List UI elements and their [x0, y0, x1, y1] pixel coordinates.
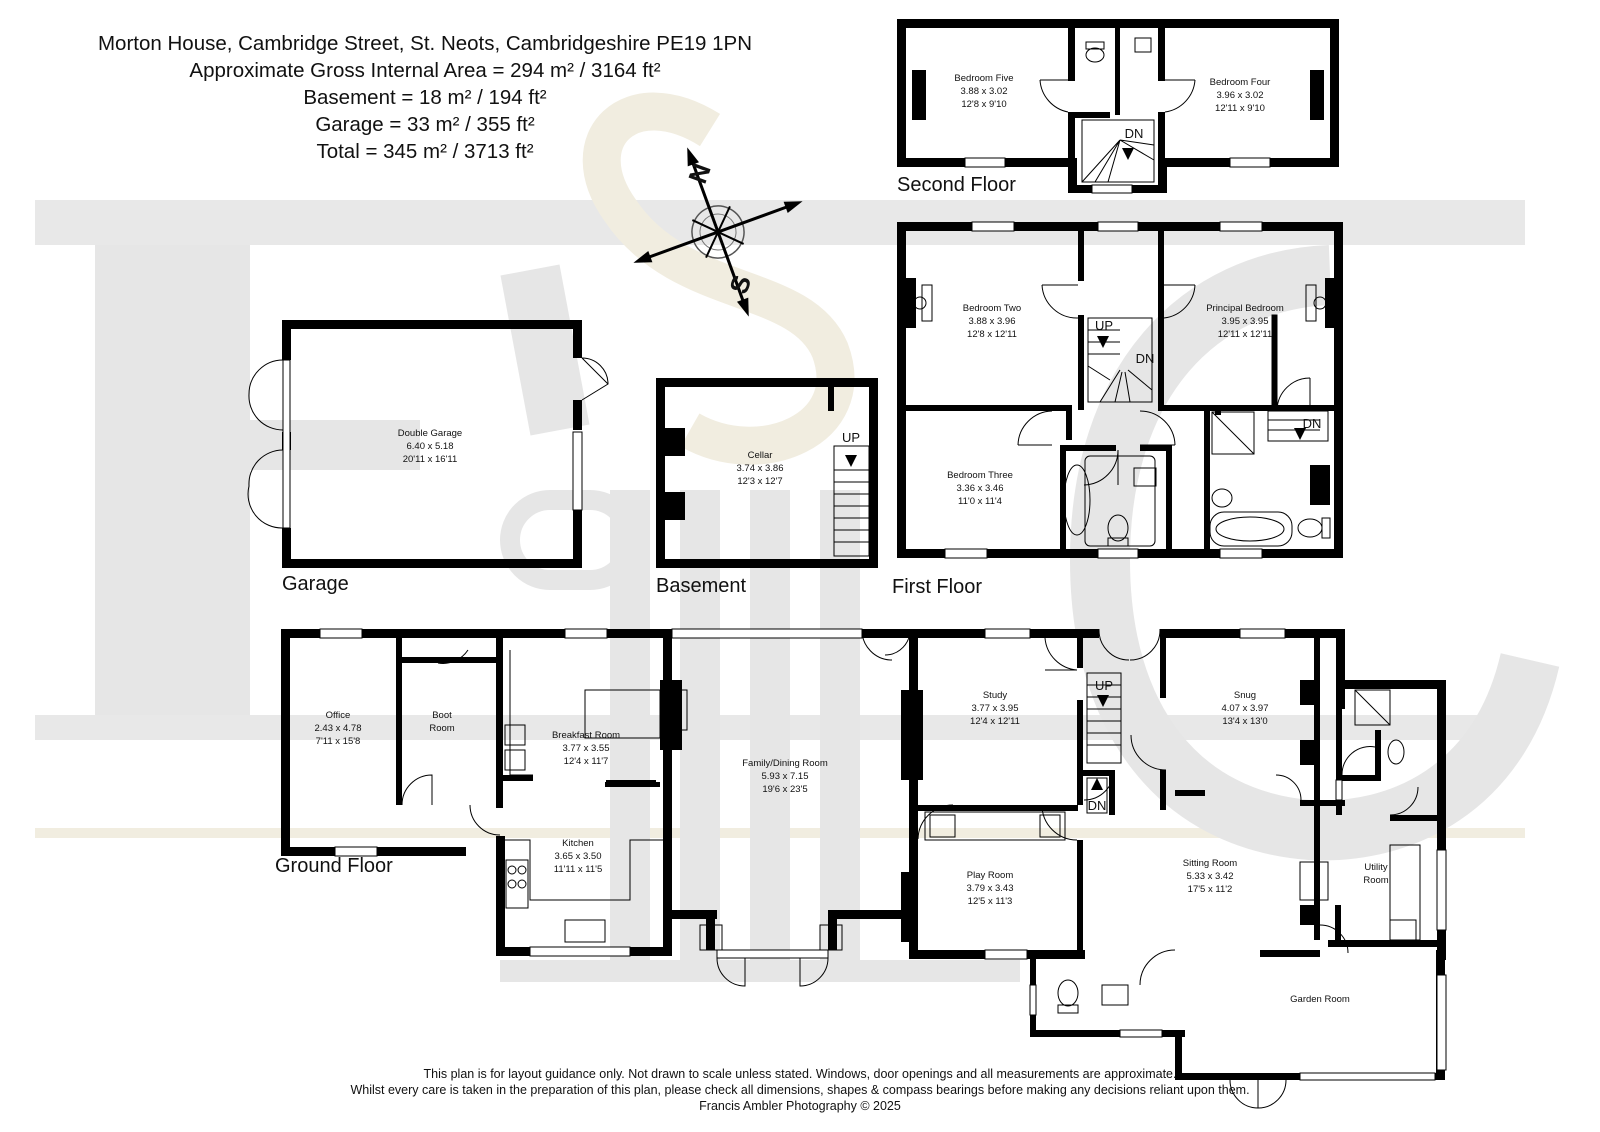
office-name: Office [326, 710, 351, 721]
breakfast-room-name: Breakfast Room [552, 730, 620, 741]
kitchen-imperial: 11'11 x 11'5 [554, 864, 603, 875]
bedroom-two-name: Bedroom Two [963, 303, 1021, 314]
office-imperial: 7'11 x 15'8 [316, 736, 361, 747]
breakfast-room-metric: 3.77 x 3.55 [562, 743, 609, 754]
bedroom-three-metric: 3.36 x 3.46 [956, 483, 1003, 494]
kitchen-metric: 3.65 x 3.50 [554, 851, 601, 862]
bedroom-four-imperial: 12'11 x 9'10 [1215, 103, 1265, 114]
breakfast-room-imperial: 12'4 x 11'7 [564, 756, 609, 767]
first-floor-label: First Floor [892, 576, 982, 598]
double-garage-metric: 6.40 x 5.18 [406, 441, 453, 452]
bedroom-three-imperial: 11'0 x 11'4 [958, 496, 1002, 507]
bedroom-two-imperial: 12'8 x 12'11 [967, 329, 1017, 340]
first-floor-stairs-up: UP [1095, 318, 1113, 333]
snug-name: Snug [1234, 690, 1256, 701]
compass-north-label: N [682, 159, 717, 187]
play-room-metric: 3.79 x 3.43 [966, 883, 1013, 894]
boot-room-name-1: Boot [432, 710, 452, 721]
plan-header: Morton House, Cambridge Street, St. Neot… [40, 30, 810, 165]
play-room-imperial: 12'5 x 11'3 [968, 896, 1013, 907]
sitting-room-metric: 5.33 x 3.42 [1186, 871, 1233, 882]
copyright-line: Francis Ambler Photography © 2025 [699, 1099, 901, 1113]
first-floor-plan: Bedroom Two 3.88 x 3.96 12'8 x 12'11 Pri… [897, 221, 1343, 559]
basement-area: Basement = 18 m² / 194 ft² [303, 86, 547, 109]
family-dining-metric: 5.93 x 7.15 [761, 771, 808, 782]
cellar-metric: 3.74 x 3.86 [736, 463, 783, 474]
property-address: Morton House, Cambridge Street, St. Neot… [97, 32, 753, 55]
basement-stairs-up: UP [842, 430, 860, 445]
office-metric: 2.43 x 4.78 [314, 723, 361, 734]
watermark-logo [35, 92, 1560, 982]
principal-bedroom-imperial: 12'11 x 12'11 [1218, 329, 1273, 340]
study-metric: 3.77 x 3.95 [971, 703, 1018, 714]
compass-rose [633, 147, 803, 317]
garage-plan: Double Garage 6.40 x 5.18 20'11 x 16'11 [247, 320, 609, 568]
disclaimer-footer: This plan is for layout guidance only. N… [0, 1066, 1600, 1114]
study-imperial: 12'4 x 12'11 [970, 716, 1020, 727]
garage-label: Garage [282, 573, 349, 595]
disclaimer-line-2: Whilst every care is taken in the prepar… [350, 1083, 1250, 1097]
boot-room-name-2: Room [429, 723, 454, 734]
first-floor-stairs-dn: DN [1136, 351, 1155, 366]
snug-imperial: 13'4 x 13'0 [1222, 716, 1267, 727]
second-floor-label: Second Floor [897, 174, 1016, 196]
ground-floor-label: Ground Floor [275, 855, 393, 877]
sitting-room-imperial: 17'5 x 11'2 [1188, 884, 1233, 895]
disclaimer-line-1: This plan is for layout guidance only. N… [423, 1067, 1177, 1081]
garage-area: Garage = 33 m² / 355 ft² [315, 113, 535, 136]
bedroom-five-imperial: 12'8 x 9'10 [961, 99, 1006, 110]
double-garage-name: Double Garage [398, 428, 462, 439]
kitchen-name: Kitchen [562, 838, 594, 849]
second-floor-stairs-dn: DN [1125, 126, 1144, 141]
bedroom-five-metric: 3.88 x 3.02 [960, 86, 1007, 97]
family-dining-imperial: 19'6 x 23'5 [762, 784, 807, 795]
double-garage-imperial: 20'11 x 16'11 [403, 454, 458, 465]
utility-room-name-2: Room [1363, 875, 1388, 886]
ground-floor-plan: Office 2.43 x 4.78 7'11 x 15'8 Boot Room… [281, 628, 1447, 1109]
garden-room-name: Garden Room [1290, 994, 1350, 1005]
bedroom-four-metric: 3.96 x 3.02 [1216, 90, 1263, 101]
play-room-name: Play Room [967, 870, 1014, 881]
utility-room-name-1: Utility [1364, 862, 1387, 873]
cellar-name: Cellar [748, 450, 773, 461]
first-floor-stairs-dn-2: DN [1303, 416, 1322, 431]
basement-plan: Cellar 3.74 x 3.86 12'3 x 12'7 UP [656, 378, 878, 568]
bedroom-five-name: Bedroom Five [954, 73, 1013, 84]
gross-area: Approximate Gross Internal Area = 294 m²… [189, 59, 661, 82]
sitting-room-name: Sitting Room [1183, 858, 1237, 869]
principal-bedroom-metric: 3.95 x 3.95 [1221, 316, 1268, 327]
bedroom-three-name: Bedroom Three [947, 470, 1013, 481]
bedroom-four-name: Bedroom Four [1210, 77, 1271, 88]
basement-label: Basement [656, 575, 746, 597]
bedroom-two-metric: 3.88 x 3.96 [968, 316, 1015, 327]
family-dining-name: Family/Dining Room [742, 758, 828, 769]
cellar-imperial: 12'3 x 12'7 [737, 476, 782, 487]
ground-floor-stairs-dn: DN [1088, 798, 1107, 813]
ground-floor-stairs-up: UP [1095, 678, 1113, 693]
principal-bedroom-name: Principal Bedroom [1206, 303, 1284, 314]
snug-metric: 4.07 x 3.97 [1221, 703, 1268, 714]
total-area: Total = 345 m² / 3713 ft² [316, 140, 534, 163]
study-name: Study [983, 690, 1008, 701]
second-floor-plan: Bedroom Five 3.88 x 3.02 12'8 x 9'10 Bed… [897, 19, 1339, 194]
